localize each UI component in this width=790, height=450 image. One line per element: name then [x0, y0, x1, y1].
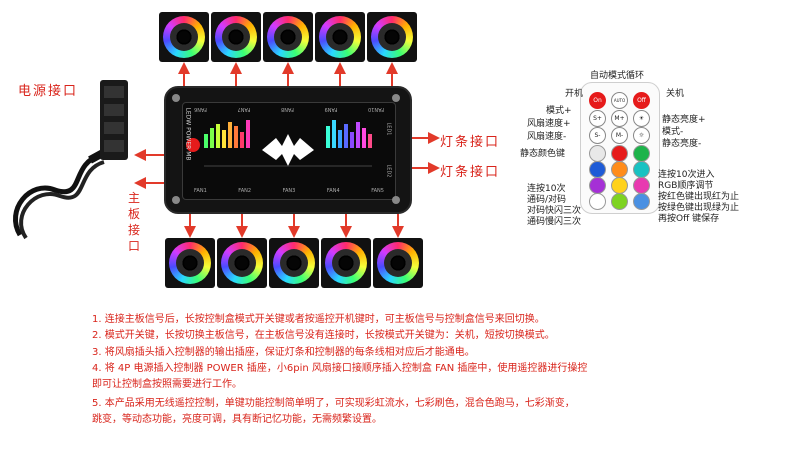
- remote-left-note: 连按10次 通码/对码 对码快闪三次 通码慢闪三次: [527, 184, 581, 228]
- fan-port-label: FAN6: [194, 106, 207, 112]
- fan-top-1: [159, 12, 209, 62]
- screw: [172, 94, 180, 102]
- mode-minus-button[interactable]: M-: [611, 127, 628, 144]
- light-port-label-2: 灯条接口: [440, 165, 501, 180]
- note-line: 按红色键出现红为止: [658, 192, 740, 202]
- remote-label-static-color: 静态颜色键: [520, 149, 566, 159]
- color-button[interactable]: [589, 145, 606, 162]
- fan-bottom-5: [373, 238, 423, 288]
- mb-port-label: 主板接口: [128, 191, 141, 253]
- note-line: 按绿色键出现绿为止: [658, 203, 740, 213]
- color-button[interactable]: [633, 193, 650, 210]
- on-button[interactable]: On: [589, 92, 606, 109]
- color-button[interactable]: [633, 177, 650, 194]
- power-port-label: 电源接口: [18, 84, 79, 99]
- fan-port-label: FAN4: [326, 188, 340, 194]
- note-line: RGB顺序调节: [658, 181, 714, 191]
- fan-port-label: FAN10: [368, 106, 384, 112]
- instruction-line-5: 5. 本产品采用无线遥控控制，单键功能控制简单明了，可实现彩虹流水，七彩刷色，混…: [92, 398, 575, 409]
- power-cable-illustration: [12, 80, 128, 240]
- color-button[interactable]: [611, 145, 628, 162]
- equalizer-graphic: [204, 120, 372, 167]
- brightness-minus-button[interactable]: ☼: [633, 127, 650, 144]
- screw: [392, 196, 400, 204]
- remote-label-mode-minus: 模式-: [662, 127, 684, 137]
- color-button[interactable]: [611, 193, 628, 210]
- screw: [392, 94, 400, 102]
- color-button[interactable]: [633, 145, 650, 162]
- remote-label-bright-minus: 静态亮度-: [662, 139, 702, 149]
- fan-speed-minus-button[interactable]: S-: [589, 127, 606, 144]
- fan-port-labels-bottom: FAN1 FAN2 FAN3 FAN4 FAN5: [194, 188, 384, 194]
- connection-arrows: [134, 62, 440, 238]
- instruction-line-5b: 跳变，等动态功能，亮度可调，具有断记忆功能，无需频繁设置。: [92, 414, 382, 425]
- remote-label-on: 开机: [565, 89, 584, 99]
- note-line: 连按10次: [527, 184, 566, 194]
- note-line: 通码/对码: [527, 195, 567, 205]
- controller-panel: [182, 102, 396, 200]
- mode-plus-button[interactable]: M+: [611, 110, 628, 127]
- fan-bottom-3: [269, 238, 319, 288]
- remote-label-fan-plus: 风扇速度+: [527, 119, 571, 129]
- instruction-line-3: 3. 将风扇插头插入控制器的输出插座，保证灯条和控制器的每条线相对应后才能通电。: [92, 347, 475, 358]
- note-line: 通码慢闪三次: [527, 217, 582, 227]
- screw: [172, 196, 180, 204]
- remote-label-off: 关机: [666, 89, 685, 99]
- fan-port-label: FAN2: [238, 188, 252, 194]
- note-line: 连按10次进入: [658, 170, 715, 180]
- led-port-label: LED2: [385, 164, 392, 178]
- fan-bottom-4: [321, 238, 371, 288]
- off-button[interactable]: Off: [633, 92, 650, 109]
- color-button-grid: [589, 145, 651, 210]
- lightning-badge: [186, 138, 200, 152]
- fan-port-labels-top: FAN10 FAN9 FAN8 FAN7 FAN6: [194, 106, 384, 112]
- controller-side-label: LEDW POWER MB: [184, 107, 192, 161]
- remote-right-note: 连按10次进入 RGB顺序调节 按红色键出现红为止 按绿色键出现绿为止 再按Of…: [658, 170, 739, 225]
- color-button[interactable]: [611, 177, 628, 194]
- controller-box: LEDW POWER MB FAN10 FAN9 FAN8 FAN7 FAN6 …: [164, 86, 412, 214]
- remote-label-bright-plus: 静态亮度+: [662, 115, 706, 125]
- fan-top-2: [211, 12, 261, 62]
- note-line: 对码快闪三次: [527, 206, 582, 216]
- color-button[interactable]: [589, 177, 606, 194]
- instruction-line-4: 4. 将 4P 电源插入控制器 POWER 插座，小6pin 风扇接口接顺序插入…: [92, 363, 588, 374]
- color-button[interactable]: [611, 161, 628, 178]
- color-button[interactable]: [589, 193, 606, 210]
- fan-port-label: FAN1: [194, 188, 207, 194]
- color-button[interactable]: [589, 161, 606, 178]
- instruction-line-1: 1. 连接主板信号后，长按控制盒模式开关键或者按遥控开机键时，可主板信号与控制盒…: [92, 314, 545, 325]
- fan-bottom-2: [217, 238, 267, 288]
- fan-port-label: FAN7: [237, 106, 251, 112]
- fan-top-4: [315, 12, 365, 62]
- light-port-label-1: 灯条接口: [440, 135, 501, 150]
- fan-top-5: [367, 12, 417, 62]
- fan-bottom-1: [165, 238, 215, 288]
- fan-top-3: [263, 12, 313, 62]
- fan-port-label: FAN3: [282, 188, 296, 194]
- color-button[interactable]: [633, 161, 650, 178]
- instruction-line-2: 2. 模式开关键，长按切换主板信号，在主板信号没有连接时，长按模式开关键为：关机…: [92, 330, 555, 341]
- remote-label-mode-plus: 模式+: [546, 106, 572, 116]
- fan-port-label: FAN8: [281, 106, 294, 112]
- fan-speed-plus-button[interactable]: S+: [589, 110, 606, 127]
- remote-label-fan-minus: 风扇速度-: [527, 132, 567, 142]
- led-port-label: LED1: [385, 122, 392, 136]
- fan-port-label: FAN5: [371, 188, 384, 194]
- instruction-line-4b: 即可让控制盒按照需要进行工作。: [92, 379, 242, 390]
- brightness-plus-button[interactable]: ☀: [633, 110, 650, 127]
- note-line: 再按Off 键保存: [658, 214, 720, 224]
- auto-button[interactable]: AUTO: [611, 92, 628, 109]
- remote-label-auto: 自动模式循环: [590, 71, 645, 81]
- fan-port-label: FAN9: [324, 106, 338, 112]
